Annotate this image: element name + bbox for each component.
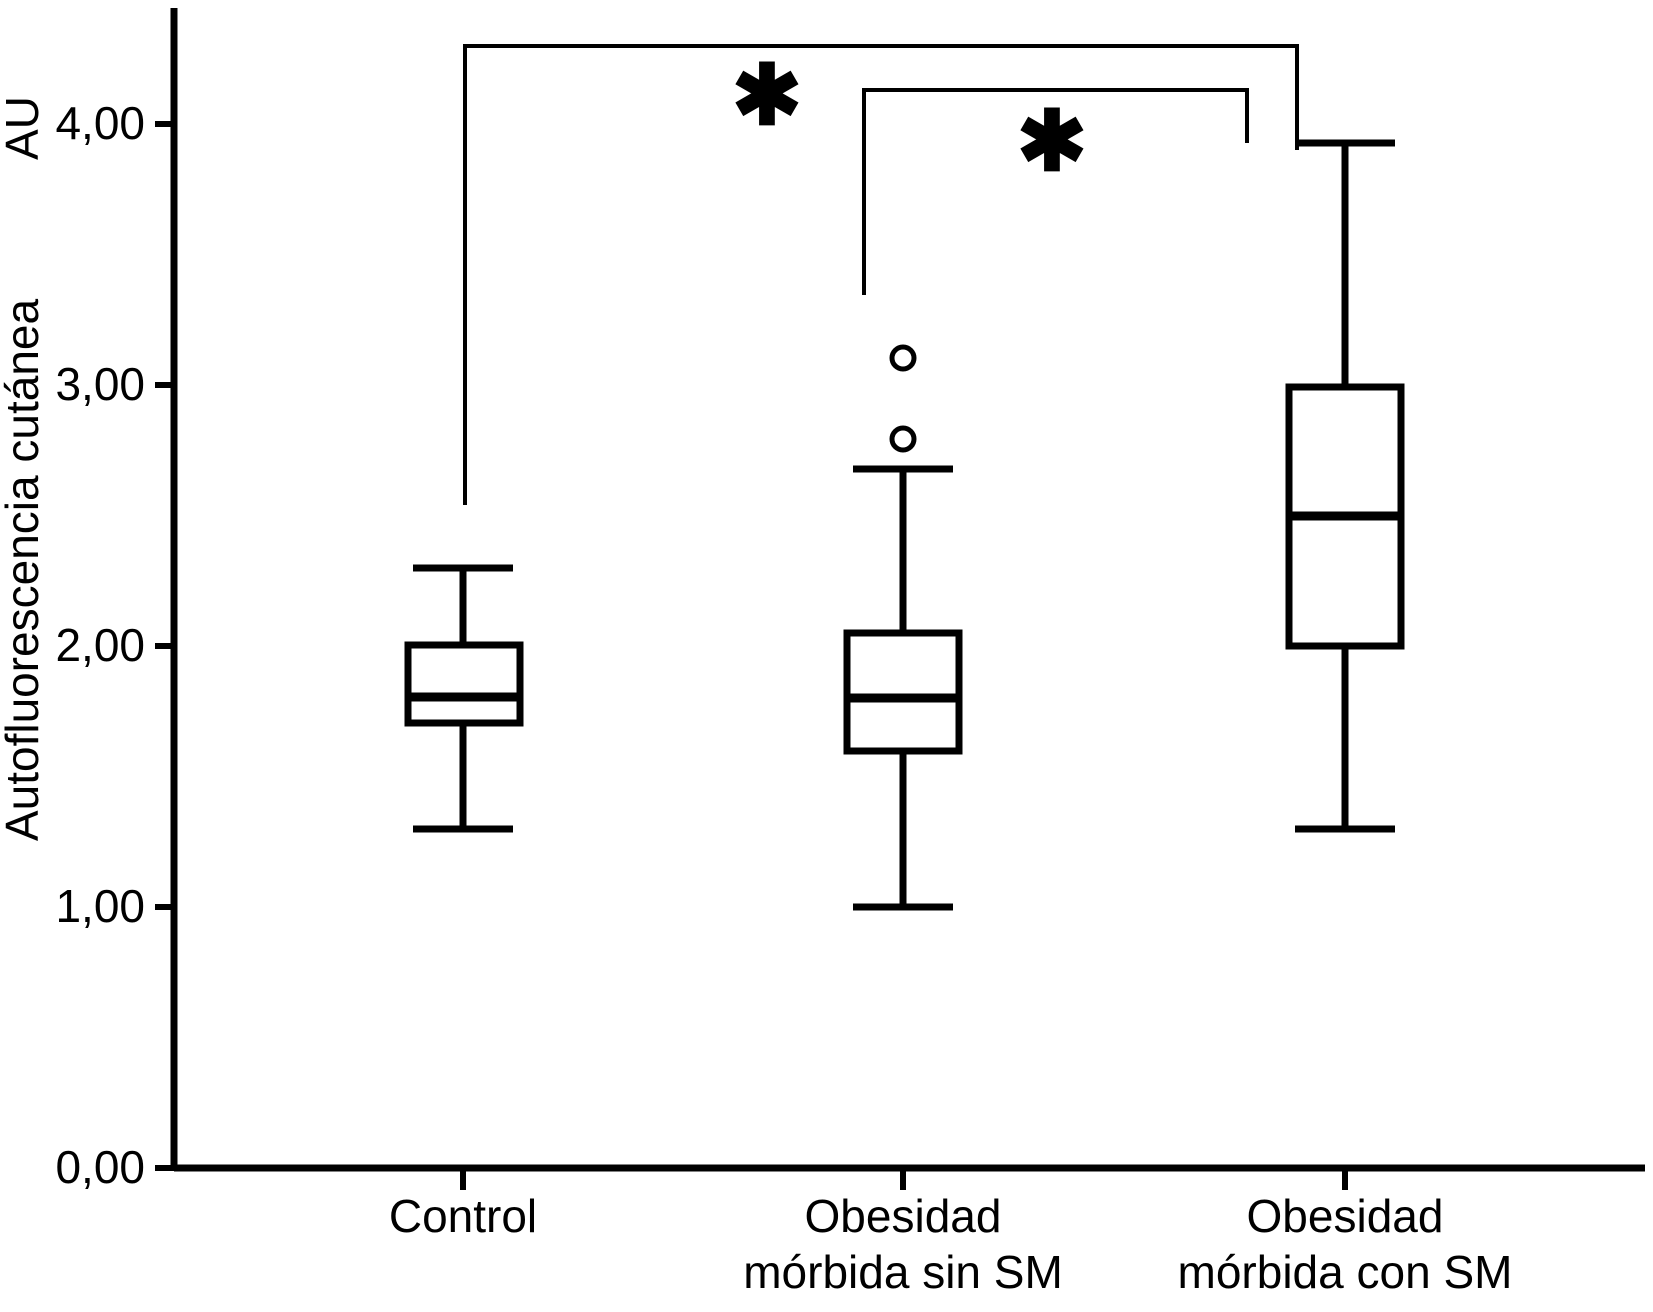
x-label-sin-sm-line2: mórbida sin SM — [743, 1246, 1063, 1298]
boxplot-control — [404, 564, 524, 833]
significance-bracket-sin-sm-vs-con-sm — [862, 88, 1249, 295]
x-label-con-sm-line1: Obesidad — [1247, 1190, 1444, 1242]
y-tick-label-2: 2,00 — [55, 619, 145, 671]
significance-asterisk-sin-sm-vs-con-sm: ✱ — [1017, 94, 1087, 188]
x-label-sin-sm-line1: Obesidad — [805, 1190, 1002, 1242]
significance-annotations: ✱ ✱ — [463, 44, 1299, 505]
x-label-con-sm-line2: mórbida con SM — [1178, 1246, 1513, 1298]
axis-titles: AU Autofluorescencia cutánea — [0, 96, 48, 841]
x-axis-labels: Control Obesidad mórbida sin SM Obesidad… — [389, 1190, 1513, 1298]
axes — [170, 8, 1645, 1172]
x-label-control: Control — [389, 1190, 537, 1242]
boxplot-obesidad-sin-sm — [843, 344, 963, 911]
y-axis-unit-label: AU — [0, 96, 48, 160]
box-control — [404, 641, 524, 727]
box-obesidad-sin-sm — [843, 629, 963, 755]
x-axis-ticks — [460, 1168, 1348, 1190]
outlier-point — [889, 425, 917, 453]
y-tick-label-0: 0,00 — [55, 1141, 145, 1193]
y-tick-label-3: 3,00 — [55, 358, 145, 410]
y-tick-label-1: 1,00 — [55, 880, 145, 932]
outlier-point — [889, 344, 917, 372]
y-axis-ticks: 4,00 3,00 2,00 1,00 0,00 — [55, 97, 174, 1193]
boxplot-obesidad-con-sm — [1285, 139, 1405, 833]
y-tick-label-4: 4,00 — [55, 97, 145, 149]
significance-bracket-control-vs-con-sm — [463, 44, 1299, 505]
significance-asterisk-control-vs-con-sm: ✱ — [732, 48, 802, 142]
y-axis-title: Autofluorescencia cutánea — [0, 299, 48, 842]
